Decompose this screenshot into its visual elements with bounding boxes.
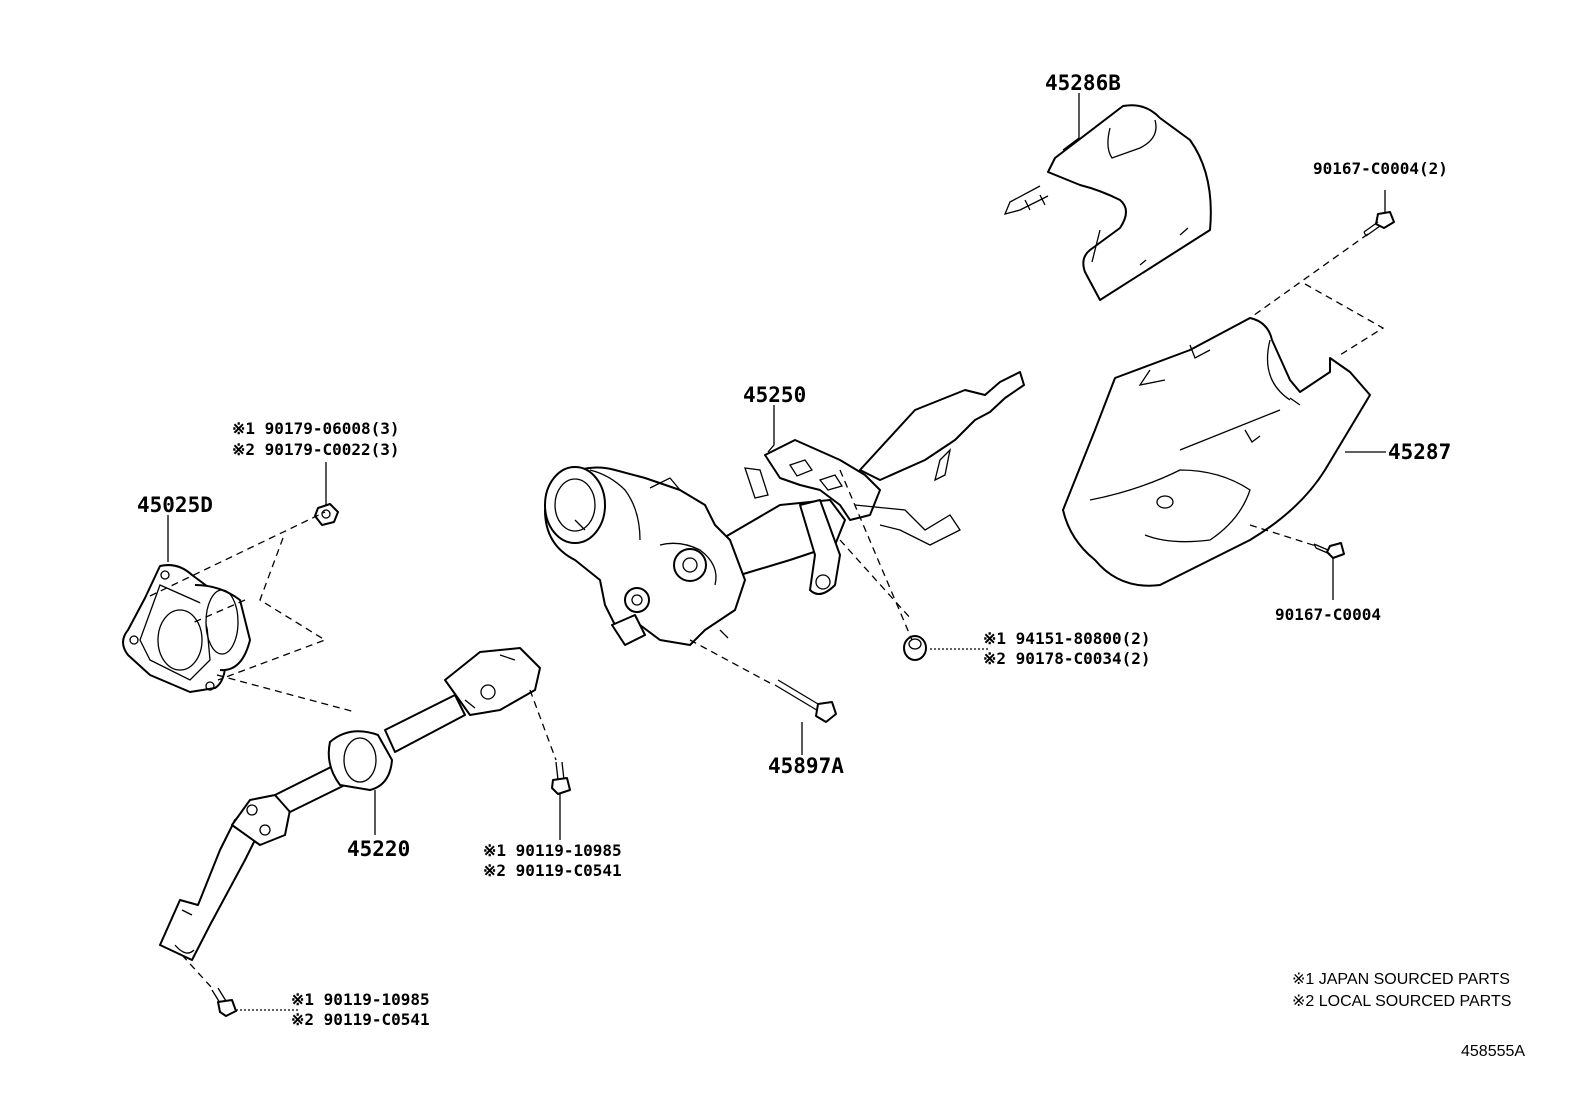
label-nut-japan: ※1 90179-06008(3) xyxy=(232,419,400,438)
label-bolt-low-local: ※2 90119-C0541 xyxy=(291,1010,430,1029)
label-45025d: 45025D xyxy=(137,493,213,517)
leader-lines xyxy=(167,93,1386,1011)
bolt-90167-lower[interactable] xyxy=(1313,542,1345,559)
bolt-45897a[interactable] xyxy=(774,679,837,723)
label-bolt-low-japan: ※1 90119-10985 xyxy=(291,990,430,1009)
label-45897a: 45897A xyxy=(768,754,844,778)
legend-local: ※2 LOCAL SOURCED PARTS xyxy=(1292,993,1511,1010)
lower-column-cover-45287[interactable] xyxy=(1062,317,1371,587)
figure-number: 458555A xyxy=(1461,1043,1525,1060)
intermediate-shaft-45220[interactable] xyxy=(159,647,541,961)
label-bolt-mid-local: ※2 90119-C0541 xyxy=(483,861,622,880)
label-90167-c0004: 90167-C0004 xyxy=(1275,605,1381,624)
label-clip-japan: ※1 94151-80800(2) xyxy=(983,629,1151,648)
bolt-90167-upper[interactable] xyxy=(1363,211,1395,237)
clip-nut[interactable] xyxy=(903,635,927,661)
bolt-90119-low[interactable] xyxy=(211,987,237,1017)
label-clip-local: ※2 90178-C0034(2) xyxy=(983,649,1151,668)
label-45250: 45250 xyxy=(743,383,806,407)
bolt-90119-mid[interactable] xyxy=(551,761,571,795)
steering-column-assembly-45250[interactable] xyxy=(544,371,1025,646)
legend-japan: ※1 JAPAN SOURCED PARTS xyxy=(1292,971,1510,988)
label-bolt-mid-japan: ※1 90119-10985 xyxy=(483,841,622,860)
upper-column-cover-45286b[interactable] xyxy=(1003,104,1212,301)
label-nut-local: ※2 90179-C0022(3) xyxy=(232,440,400,459)
label-45287: 45287 xyxy=(1388,440,1451,464)
label-90167-c0004-2: 90167-C0004(2) xyxy=(1313,159,1448,178)
alignment-lines xyxy=(149,233,1385,989)
label-45286b: 45286B xyxy=(1045,71,1121,95)
label-45220: 45220 xyxy=(347,837,410,861)
column-hole-cover-45025d[interactable] xyxy=(122,564,251,693)
nut-90179[interactable] xyxy=(314,503,339,526)
